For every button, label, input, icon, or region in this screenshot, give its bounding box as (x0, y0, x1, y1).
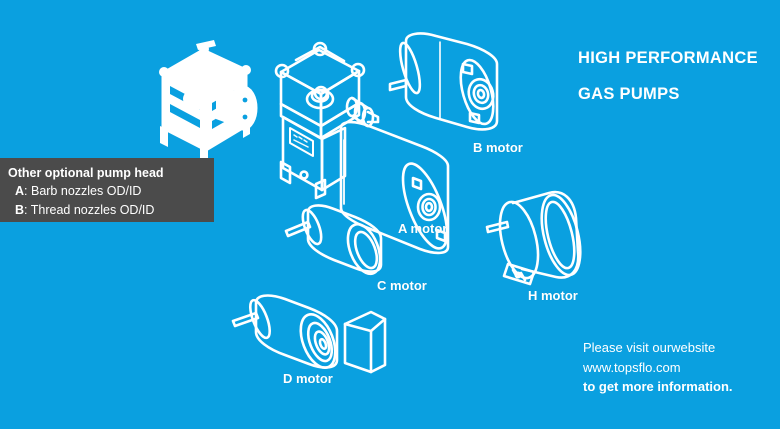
headline-line2: GAS PUMPS (578, 85, 680, 103)
callout-row-a-text: Barb nozzles OD/ID (30, 184, 142, 198)
headline-line1: HIGH PERFORMANCE (578, 49, 758, 67)
callout-row-b-key: B (15, 203, 25, 217)
optional-pump-head-callout: Other optional pump head A: Barb nozzles… (0, 158, 214, 222)
callout-row-b: B: Thread nozzles OD/ID (8, 201, 208, 220)
b-motor-icon (388, 32, 499, 131)
footer-block: Please visit ourwebsite www.topsflo.com … (583, 338, 733, 397)
footer-line3: to get more information. (583, 379, 733, 394)
label-c-motor: C motor (377, 278, 427, 293)
callout-row-b-sep: : (24, 203, 31, 217)
footer-line1: Please visit ourwebsite (583, 340, 716, 355)
callout-row-a: A: Barb nozzles OD/ID (8, 182, 208, 201)
label-b-motor: B motor (473, 140, 523, 155)
callout-title: Other optional pump head (8, 166, 164, 180)
d-motor-icon (231, 294, 387, 374)
callout-row-a-sep: : (24, 184, 31, 198)
c-motor-icon (284, 204, 383, 276)
label-h-motor: H motor (528, 288, 578, 303)
label-a-motor: A motor (398, 221, 448, 236)
callout-row-b-text: Thread nozzles OD/ID (30, 203, 155, 217)
h-motor-icon (485, 190, 582, 286)
footer-website: www.topsflo.com (583, 359, 681, 375)
callout-row-a-key: A (15, 184, 25, 198)
label-d-motor: D motor (283, 371, 333, 386)
pump-head-secondary-icon (159, 40, 258, 162)
